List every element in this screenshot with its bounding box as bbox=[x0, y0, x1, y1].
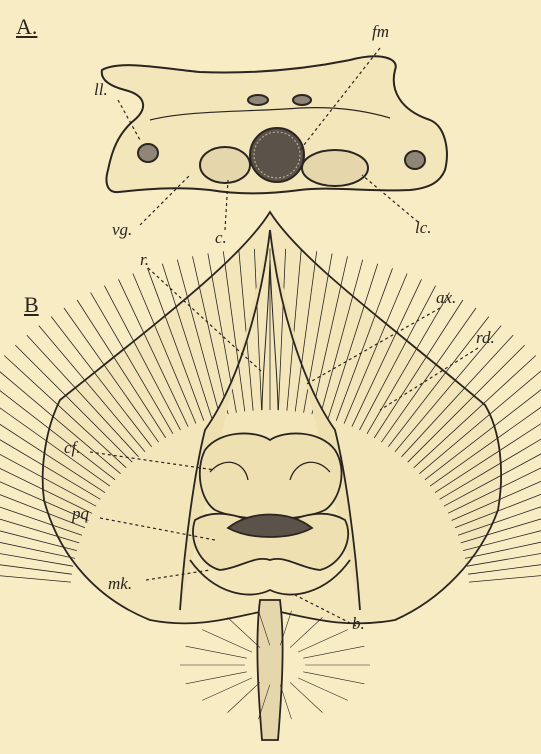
label-pq: pq bbox=[72, 504, 89, 524]
foramen-magnum bbox=[250, 128, 304, 182]
right-labyrinth-opening bbox=[405, 151, 425, 169]
left-condyle bbox=[200, 147, 250, 183]
label-vg: vg. bbox=[112, 220, 132, 240]
label-fm: fm bbox=[372, 22, 389, 42]
hatch-line bbox=[303, 646, 364, 658]
cranium-block bbox=[200, 433, 342, 519]
hatch-line bbox=[303, 672, 364, 684]
label-r: r. bbox=[140, 250, 149, 270]
label-mk: mk. bbox=[108, 574, 132, 594]
right-condyle bbox=[302, 150, 368, 186]
fin-outline bbox=[43, 212, 501, 623]
label-ll: ll. bbox=[94, 80, 108, 100]
label-lc: lc. bbox=[415, 218, 432, 238]
skull-posterior-view bbox=[102, 56, 447, 193]
label-c: c. bbox=[215, 228, 227, 248]
dorsal-fossa bbox=[248, 95, 268, 105]
panel-label-a: A. bbox=[16, 14, 37, 40]
label-ax: ax. bbox=[436, 288, 456, 308]
hatch-line bbox=[186, 672, 247, 684]
hatch-line bbox=[280, 685, 291, 720]
hatch-line bbox=[186, 646, 247, 658]
fin-skeleton-view bbox=[0, 212, 541, 740]
label-b: b. bbox=[352, 614, 365, 634]
body-trunk bbox=[257, 600, 282, 740]
left-labyrinth-opening bbox=[138, 144, 158, 162]
label-rd: rd. bbox=[476, 328, 495, 348]
panel-label-b: B bbox=[24, 292, 39, 318]
label-cf: cf. bbox=[64, 438, 81, 458]
